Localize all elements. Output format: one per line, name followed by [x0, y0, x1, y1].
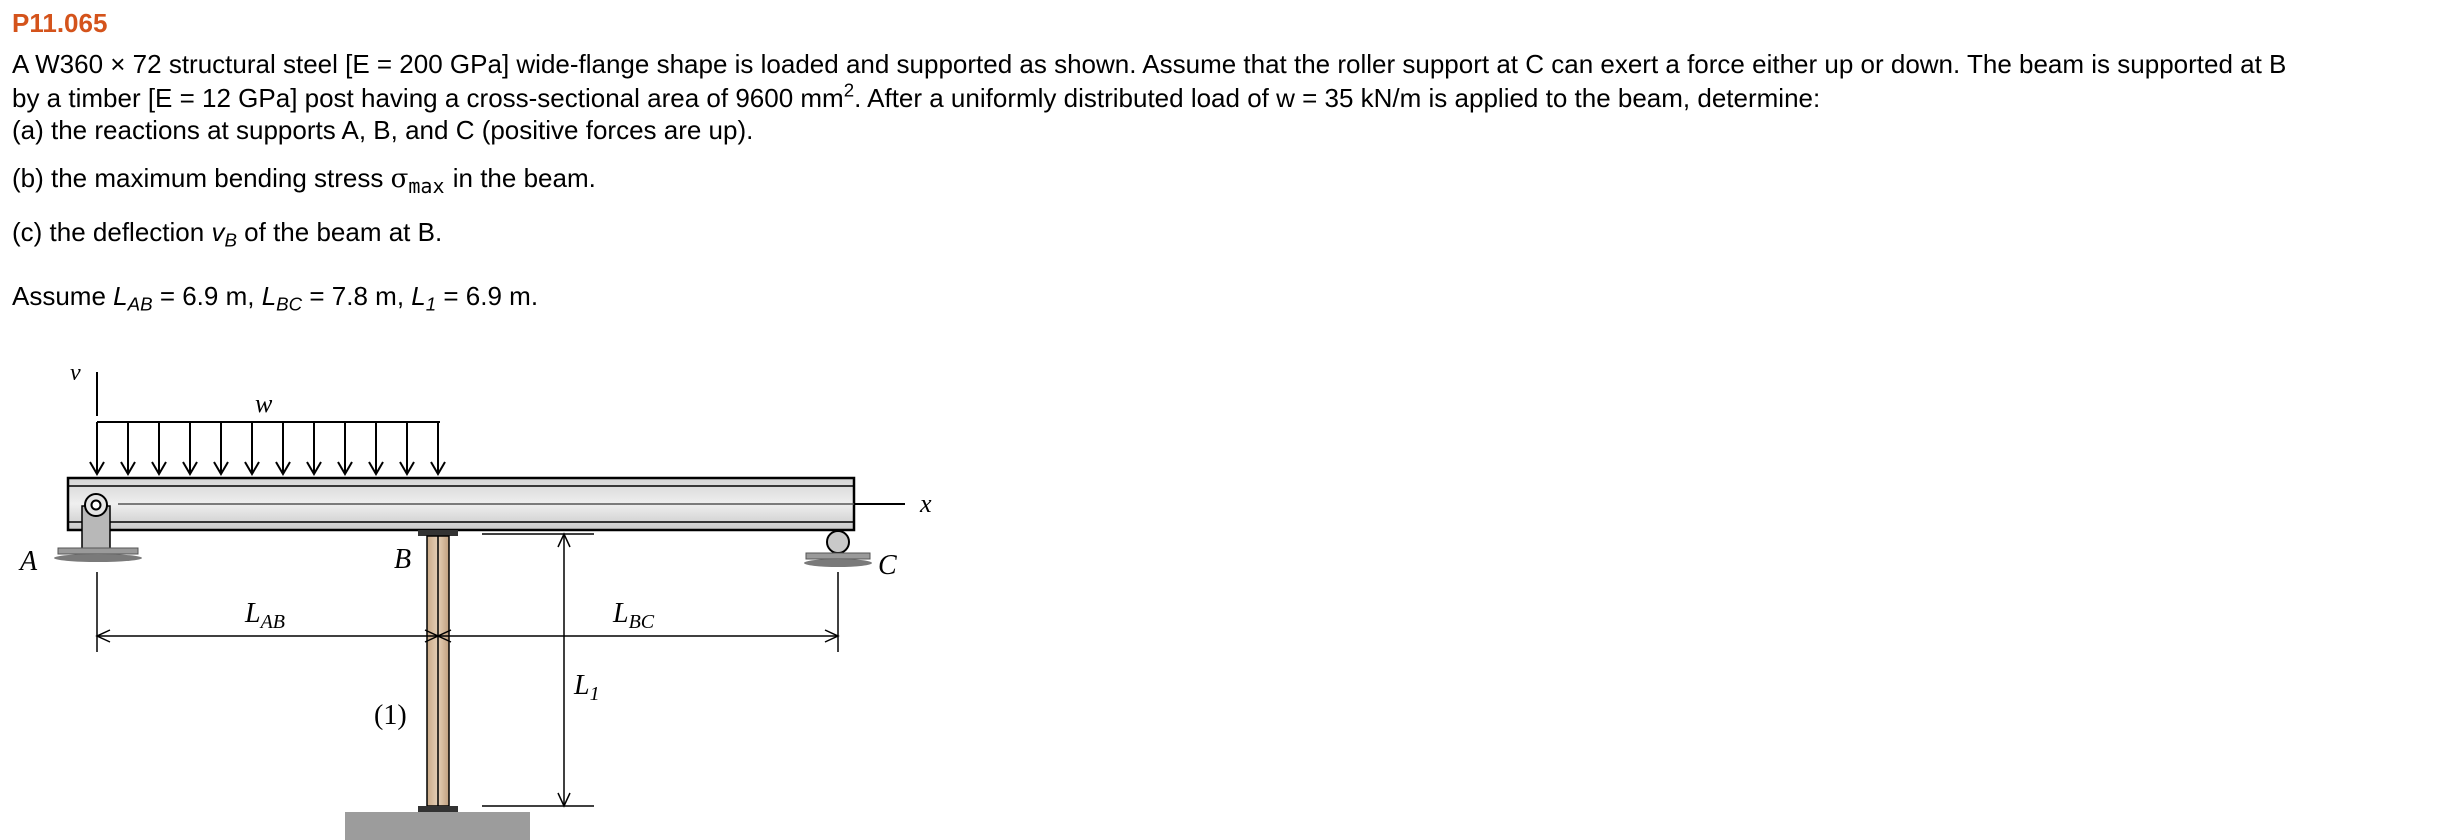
beam-diagram: v w x A C B ( [18, 360, 932, 840]
sigma-max-symbol: σmax [390, 164, 453, 198]
x-axis-label: x [919, 489, 932, 518]
post-cap [418, 530, 458, 536]
sigma-symbol: σ [390, 164, 409, 194]
part-c: (c) the deflection vB of the beam at B. [12, 216, 443, 251]
v-axis-label: v [70, 360, 81, 386]
l1-subscript: 1 [425, 293, 437, 315]
lbc-subscript: BC [276, 293, 303, 315]
l1-dimension-label: L1 [573, 670, 600, 705]
support-b-label: B [394, 544, 411, 575]
line2-text-end: . After a uniformly distributed load of … [854, 83, 1821, 113]
member-1-label: (1) [374, 700, 407, 731]
deflection-subscript: B [224, 229, 237, 251]
post-base-plate [418, 806, 458, 812]
l1-dimension-line [557, 532, 571, 808]
l1-value: = 6.9 m. [443, 281, 539, 311]
assumptions: Assume LAB = 6.9 m, LBC = 7.8 m, L1 = 6.… [12, 280, 539, 315]
distributed-load-arrows [89, 422, 446, 476]
deflection-symbol: v [211, 217, 225, 247]
part-b: (b) the maximum bending stress σmax in t… [12, 162, 596, 198]
lbc-dimension-label: LBC [612, 598, 655, 633]
pin-support-a [54, 493, 142, 562]
sigma-subscript: max [408, 174, 445, 198]
assume-label: Assume [12, 281, 106, 311]
support-a-label: A [18, 546, 38, 577]
part-c-text: (c) the deflection [12, 217, 205, 247]
lbc-symbol: L [261, 281, 277, 311]
part-c-text-end: of the beam at B. [244, 217, 443, 247]
problem-statement-line1: A W360 × 72 structural steel [E = 200 GP… [12, 49, 2287, 79]
part-a: (a) the reactions at supports A, B, and … [12, 115, 754, 145]
part-b-text: (b) the maximum bending stress [12, 163, 384, 193]
lab-subscript: AB [127, 293, 153, 315]
lab-symbol: L [113, 281, 128, 311]
problem-statement-line2: by a timber [E = 12 GPa] post having a c… [12, 79, 1821, 114]
l1-symbol: L [411, 281, 426, 311]
problem-id: P11.065 [12, 8, 108, 38]
lab-value: = 6.9 m, [159, 281, 255, 311]
support-c-label: C [878, 550, 897, 581]
lab-dimension-label: LAB [244, 598, 285, 633]
area-exponent: 2 [843, 79, 855, 101]
part-b-text-end: in the beam. [452, 163, 596, 193]
ground-block [345, 812, 530, 840]
lbc-dimension-line [436, 629, 840, 643]
line2-text: by a timber [E = 12 GPa] post having a c… [12, 83, 844, 113]
load-label-w: w [255, 389, 273, 418]
lbc-value: = 7.8 m, [309, 281, 405, 311]
roller-support-c [804, 530, 872, 567]
